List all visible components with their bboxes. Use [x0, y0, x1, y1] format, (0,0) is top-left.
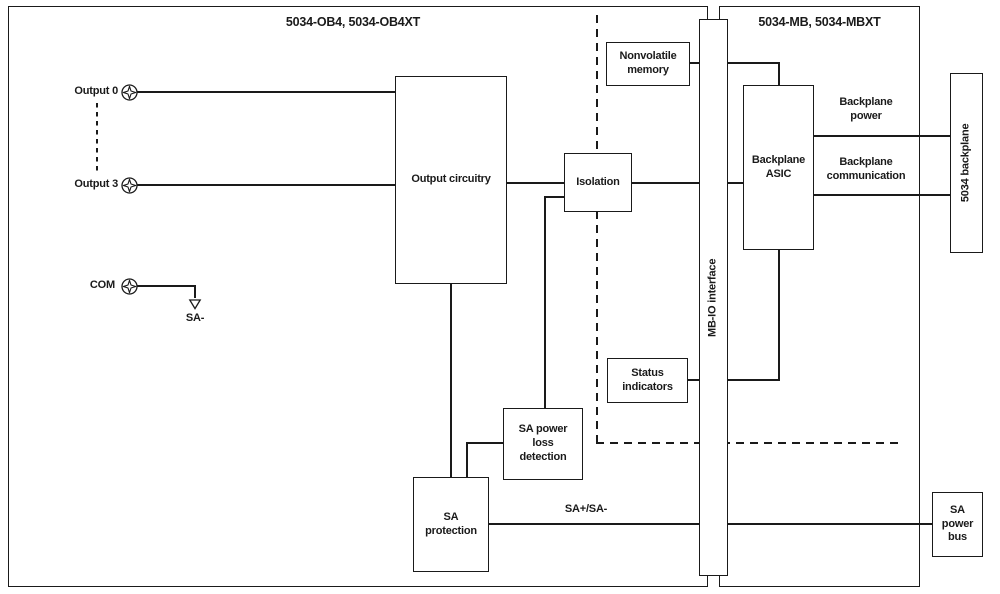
memory-to-interface-wire — [690, 62, 699, 64]
terminal-label-com: COM — [89, 279, 115, 291]
status-to-interface-wire — [688, 379, 699, 381]
sa-bus-label: SA+/SA- — [564, 503, 608, 515]
output3-wire — [137, 184, 395, 186]
output-circuitry-block: Output circuitry — [395, 76, 507, 284]
sa-minus-label: SA- — [185, 312, 205, 324]
status-indicators-block: Status indicators — [607, 358, 688, 403]
backplane-power-label: Backplane power — [839, 96, 893, 122]
isolation-to-loss-wire — [544, 196, 546, 408]
backplane-communication-wire — [814, 194, 952, 196]
output-range-dotted-line — [96, 103, 98, 172]
mb-io-interface-block: MB-IO interface — [699, 19, 728, 576]
backplane-communication-label: Backplane communication — [826, 156, 906, 182]
terminal-label-output0: Output 0 — [74, 85, 118, 97]
asic-top-drop-wire — [778, 62, 780, 86]
sa-protection-block: SA protection — [413, 477, 489, 572]
circuitry-to-isolation-wire — [507, 182, 564, 184]
isolation-block: Isolation — [564, 153, 632, 212]
right-module-title: 5034-MB, 5034-MBXT — [758, 15, 881, 29]
ground-arrow-icon — [188, 297, 202, 315]
screw-terminal-icon — [121, 278, 138, 300]
interface-to-asic-bottom-wire — [728, 379, 780, 381]
backplane-asic-block: Backplane ASIC — [743, 85, 814, 250]
backplane-power-wire — [814, 135, 952, 137]
screw-terminal-icon — [121, 177, 138, 199]
screw-terminal-icon — [121, 84, 138, 106]
isolation-to-asic-wire — [632, 182, 743, 184]
circuitry-to-protection-wire — [450, 284, 452, 477]
asic-bottom-drop-wire — [778, 250, 780, 380]
sa-power-bus-block: SA power bus — [932, 492, 983, 557]
com-drop-wire — [194, 285, 196, 298]
isolation-to-loss-stub-wire — [544, 196, 564, 198]
backplane-5034-block: 5034 backplane — [950, 73, 983, 253]
nonvolatile-memory-block: Nonvolatile memory — [606, 42, 690, 86]
com-wire — [137, 285, 195, 287]
isolation-boundary-dashed-horizontal — [596, 442, 903, 444]
terminal-label-output3: Output 3 — [74, 178, 118, 190]
interface-to-asic-top-wire — [728, 62, 780, 64]
loss-to-protection-h-wire — [466, 442, 503, 444]
left-module-title: 5034-OB4, 5034-OB4XT — [285, 15, 421, 29]
sa-power-loss-detection-block: SA power loss detection — [503, 408, 583, 480]
output0-wire — [137, 91, 395, 93]
loss-to-protection-v-wire — [466, 442, 468, 477]
isolation-boundary-dashed-vertical — [596, 15, 598, 443]
